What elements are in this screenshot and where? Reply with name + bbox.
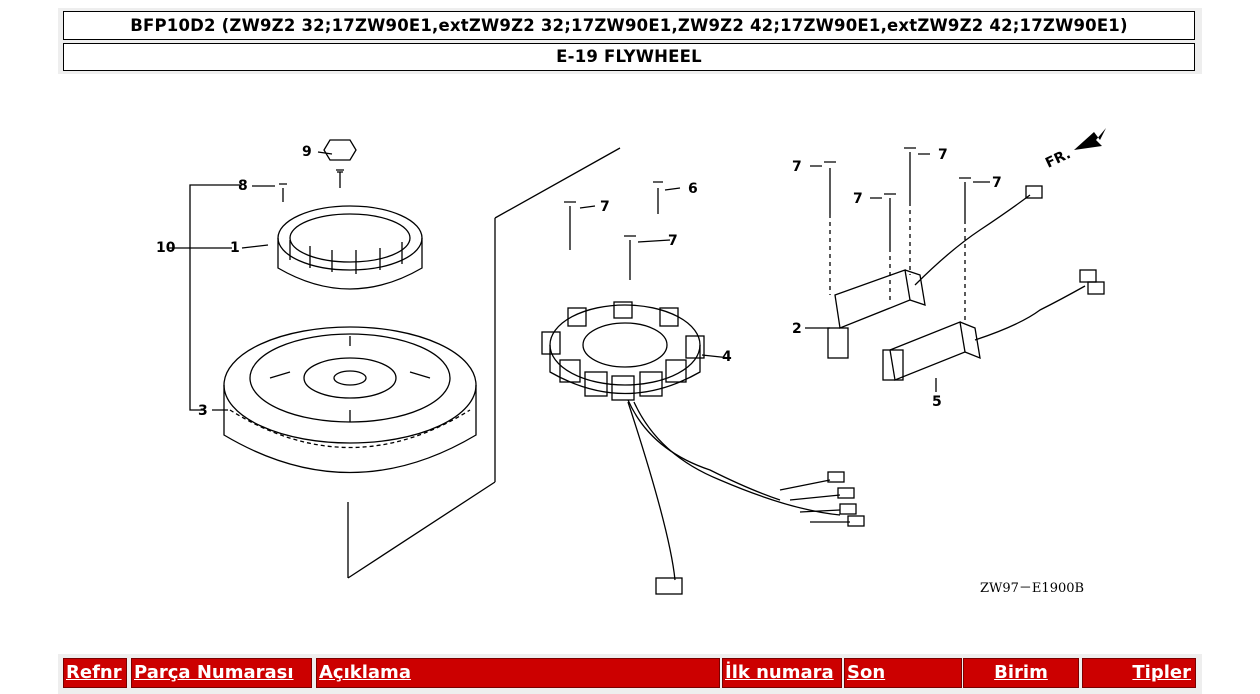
callout-4: 4 — [722, 349, 732, 365]
front-arrow-icon — [1074, 128, 1106, 150]
parts-table-header: Refnr Parça Numarası Açıklama İlk numara… — [58, 654, 1202, 694]
callout-8: 8 — [238, 178, 248, 194]
callout-9: 9 — [302, 144, 312, 160]
flywheel-part — [223, 326, 477, 474]
callout-3: 3 — [198, 403, 208, 419]
section-title: E-19 FLYWHEEL — [63, 43, 1195, 71]
model-title: BFP10D2 (ZW9Z2 32;17ZW90E1,extZW9Z2 32;1… — [63, 11, 1195, 40]
title-panel: BFP10D2 (ZW9Z2 32;17ZW90E1,extZW9Z2 32;1… — [58, 8, 1202, 74]
callout-7-b: 7 — [668, 233, 678, 249]
col-first-number[interactable]: İlk numara — [722, 658, 842, 688]
col-last[interactable]: Son — [844, 658, 962, 688]
callout-7-d: 7 — [938, 147, 948, 163]
col-unit[interactable]: Birim — [963, 658, 1079, 688]
stator-part — [541, 301, 865, 595]
parts-diagram: FR. 9 8 10 1 3 7 6 7 7 4 7 7 7 2 5 ZW97－… — [156, 128, 1106, 596]
col-part-number[interactable]: Parça Numarası — [131, 658, 312, 688]
ignition-coil-2 — [827, 185, 1043, 359]
callout-5: 5 — [932, 394, 942, 410]
callout-10: 10 — [156, 240, 176, 256]
callout-7-a: 7 — [600, 199, 610, 215]
drawing-code: ZW97－E1900B — [980, 581, 1084, 596]
rotor-part — [277, 205, 423, 290]
col-description[interactable]: Açıklama — [316, 658, 720, 688]
col-refnr[interactable]: Refnr — [63, 658, 127, 688]
col-types[interactable]: Tipler — [1082, 658, 1196, 688]
callout-7-e: 7 — [853, 191, 863, 207]
callout-6: 6 — [688, 181, 698, 197]
callout-1: 1 — [230, 240, 240, 256]
nut-part — [323, 139, 357, 161]
front-marker: FR. — [1043, 146, 1073, 171]
callout-7-c: 7 — [792, 159, 802, 175]
callout-7-f: 7 — [992, 175, 1002, 191]
ignition-coil-5 — [882, 269, 1105, 381]
callout-2: 2 — [792, 321, 802, 337]
